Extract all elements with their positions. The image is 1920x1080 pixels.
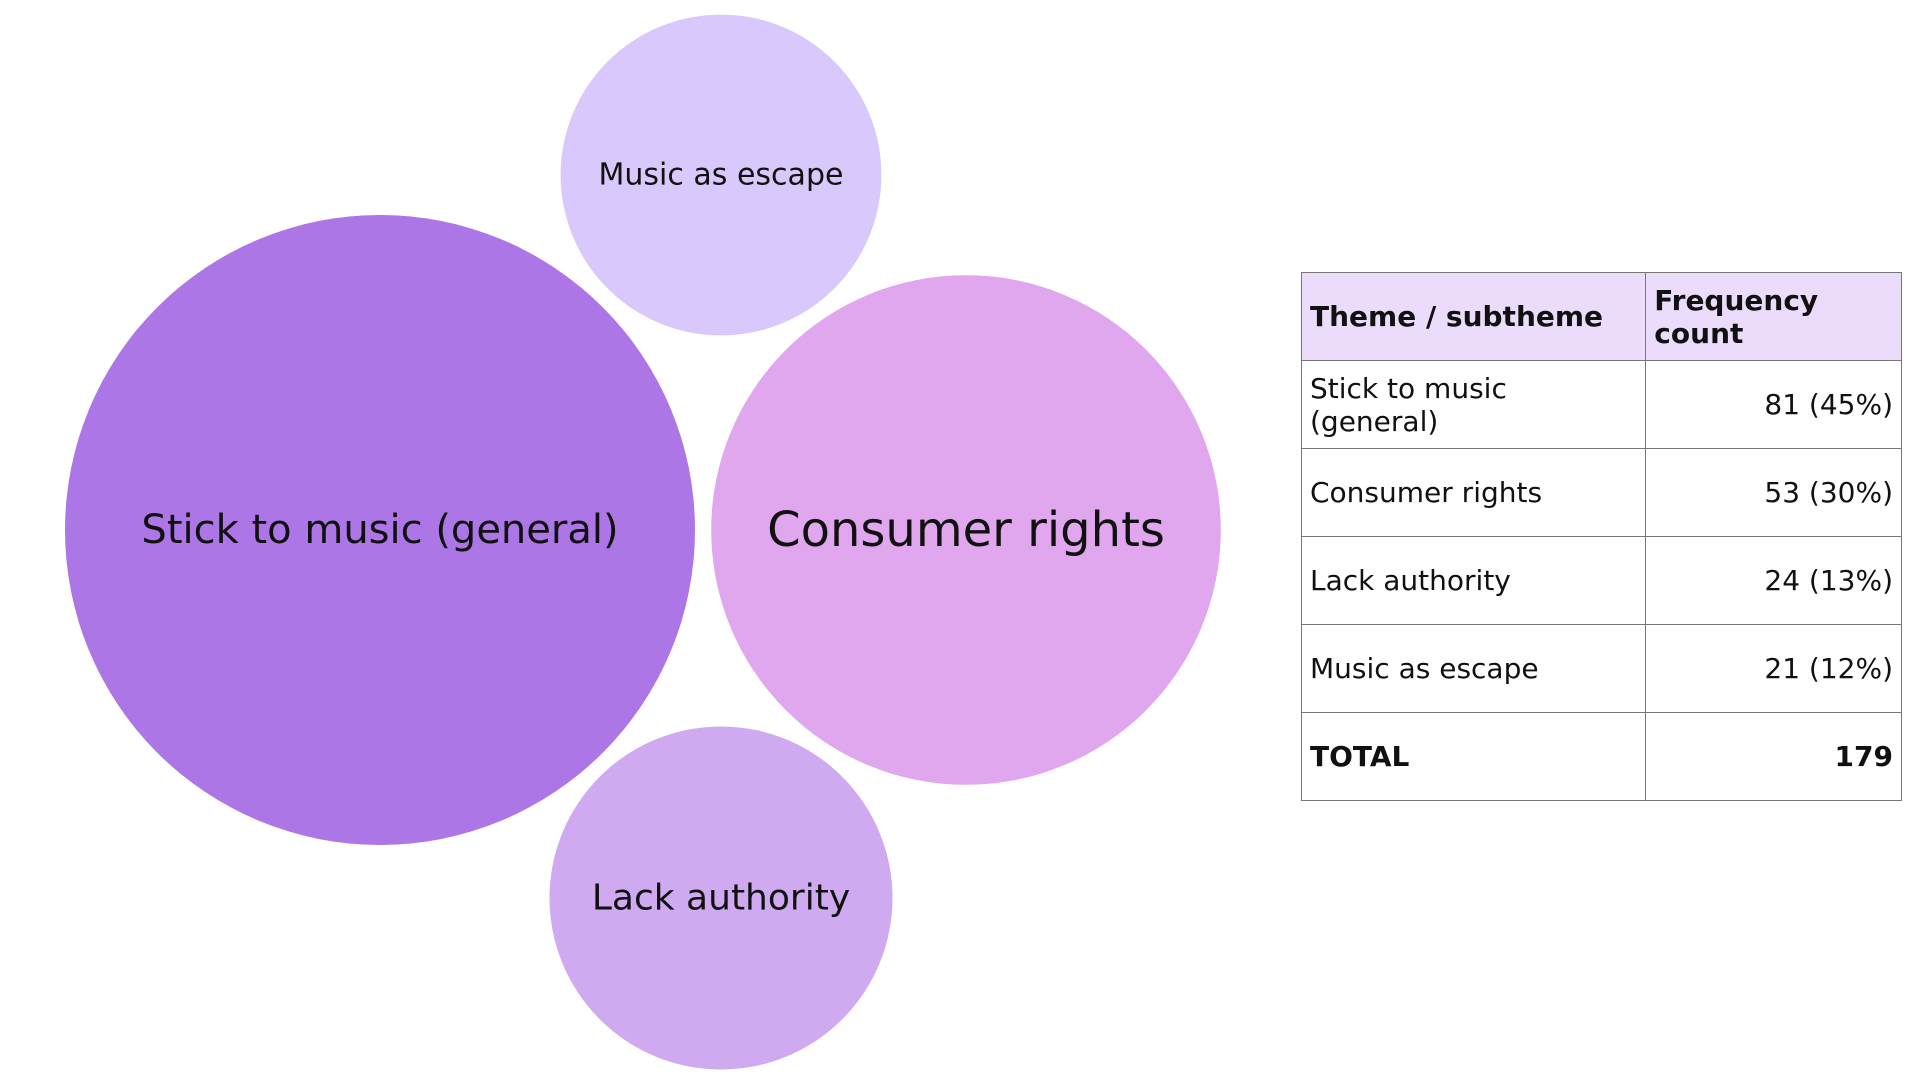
table-row: Music as escape 21 (12%)	[1300, 624, 1902, 713]
frequency-cell: 53 (30%)	[1645, 448, 1902, 537]
bubble-consumer-rights	[711, 275, 1221, 785]
bubble-label-consumer-rights: Consumer rights	[767, 502, 1165, 558]
bubble-music-as-escape	[560, 14, 882, 336]
header-theme: Theme / subtheme	[1300, 272, 1647, 361]
theme-cell: Lack authority	[1300, 536, 1647, 625]
bubble-chart: Stick to music (general) Consumer rightsL…	[65, 14, 1221, 1070]
bubble-label-stick-to-music-general: Stick to music (general)	[141, 507, 618, 553]
bubble-lack-authority	[549, 726, 893, 1070]
bubble-label-lack-authority: Lack authority	[592, 878, 850, 919]
frequency-cell: 24 (13%)	[1645, 536, 1902, 625]
bubble-stick-to-music-general	[65, 215, 695, 845]
frequency-cell: 21 (12%)	[1645, 624, 1902, 713]
table-row: Consumer rights 53 (30%)	[1300, 448, 1902, 537]
total-value: 179	[1645, 712, 1902, 801]
total-label: TOTAL	[1300, 712, 1647, 801]
theme-cell: Music as escape	[1300, 624, 1647, 713]
table-row: Lack authority 24 (13%)	[1300, 536, 1902, 625]
frequency-cell: 81 (45%)	[1645, 360, 1902, 449]
bubble-label-music-as-escape: Music as escape	[599, 158, 844, 193]
table-total-row: TOTAL 179	[1300, 712, 1902, 801]
theme-cell: Stick to music (general)	[1300, 360, 1647, 449]
theme-cell: Consumer rights	[1300, 448, 1647, 537]
header-frequency: Frequency count	[1645, 272, 1902, 361]
frequency-table: Theme / subtheme Frequency count Stick t…	[1300, 272, 1902, 801]
table-header-row: Theme / subtheme Frequency count	[1300, 272, 1902, 361]
table-row: Stick to music (general) 81 (45%)	[1300, 360, 1902, 449]
